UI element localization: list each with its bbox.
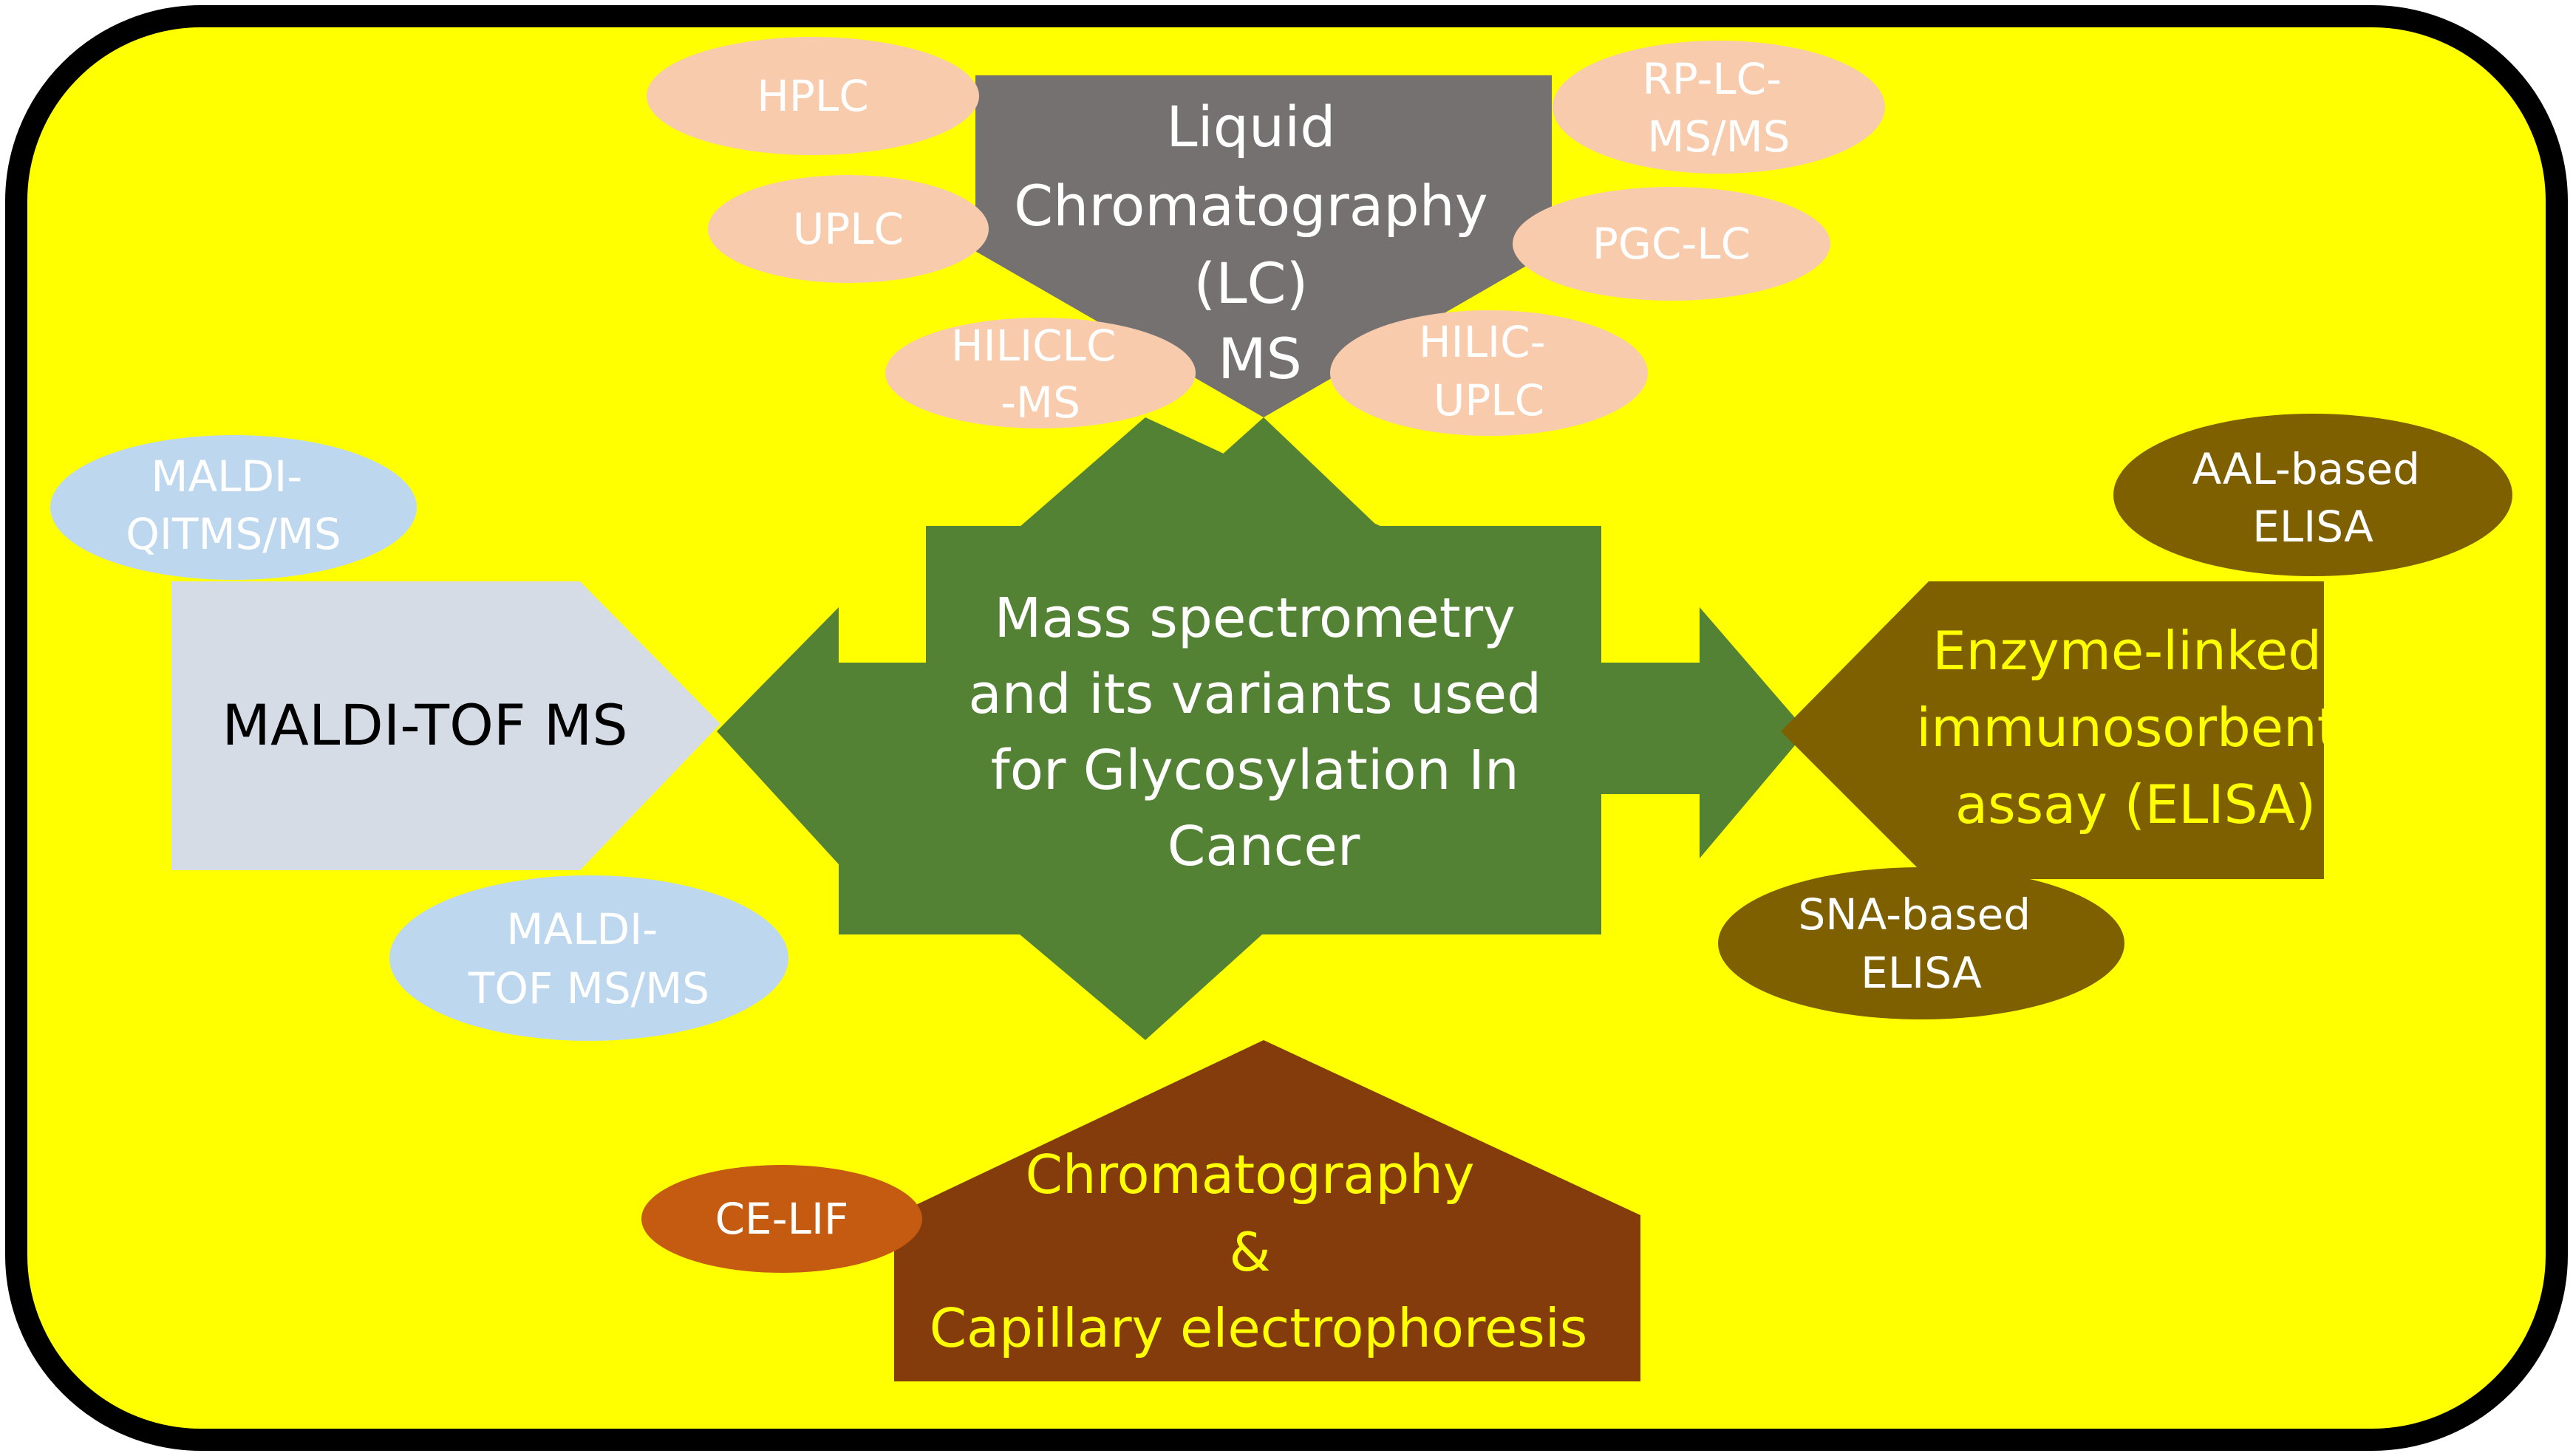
chrom-line: & [1229, 1221, 1270, 1283]
pgc-lc-ellipse [1513, 187, 1830, 301]
maldi-qitms-ellipse [50, 435, 417, 580]
sna-elisa-label: SNA-based ELISA [1798, 889, 2044, 998]
lc-line: MS [1218, 326, 1302, 392]
sna-elisa-ellipse [1718, 867, 2124, 1019]
rp-lc-ms-ellipse [1553, 41, 1885, 174]
lc-line: Chromatography [1014, 173, 1488, 239]
hiliclc-ms-ellipse [885, 318, 1196, 428]
center-line: for Glycosylation In [991, 739, 1519, 802]
uplc-ellipse [708, 175, 989, 283]
center-line: Mass spectrometry [994, 587, 1516, 650]
pgc-lc-label: PGC-LC [1592, 219, 1751, 269]
lc-text: Liquid Chromatography (LC) MS [1014, 94, 1506, 392]
elisa-text: Enzyme-linked immunosorbent assay (ELISA… [1916, 620, 2355, 835]
ce-lif-ellipse [641, 1165, 922, 1273]
chrom-shape [894, 1040, 1640, 1381]
maldi-tof-msms-ellipse [389, 875, 788, 1041]
center-text: Mass spectrometry and its variants used … [968, 587, 1558, 878]
center-box [926, 526, 1601, 934]
aal-elisa-ellipse [2113, 414, 2512, 576]
maldi-box [171, 581, 720, 870]
center-line: and its variants used [968, 663, 1541, 726]
chrom-line: Capillary electrophoresis [930, 1297, 1588, 1359]
top-arrow [1142, 417, 1378, 527]
elisa-shape [1781, 581, 2324, 879]
hiliclc-ms-label: HILICLC -MS [951, 321, 1130, 428]
chrom-text: Chromatography & Capillary electrophores… [930, 1144, 1588, 1359]
elisa-line: immunosorbent [1916, 697, 2338, 759]
hilic-uplc-label: HILIC- UPLC [1419, 317, 1559, 425]
aal-elisa-label: AAL-based ELISA [2192, 444, 2434, 552]
lc-line: (LC) [1194, 250, 1309, 316]
chrom-line: Chromatography [1026, 1144, 1475, 1206]
hplc-ellipse [647, 37, 979, 155]
uplc-label: UPLC [793, 204, 904, 254]
center-line: Cancer [1168, 815, 1360, 878]
maldi-label: MALDI-TOF MS [222, 692, 627, 758]
hilic-uplc-ellipse [1330, 310, 1648, 436]
hplc-label: HPLC [757, 71, 868, 121]
elisa-line: Enzyme-linked [1932, 620, 2322, 682]
rp-lc-ms-label: RP-LC- MS/MS [1642, 54, 1795, 162]
elisa-line: assay (ELISA) [1955, 773, 2316, 835]
ce-lif-label: CE-LIF [715, 1194, 849, 1244]
maldi-qitms-label: MALDI- QITMS/MS [126, 451, 341, 559]
maldi-tof-msms-label: MALDI- TOF MS/MS [468, 904, 709, 1014]
lc-line: Liquid [1166, 94, 1335, 160]
